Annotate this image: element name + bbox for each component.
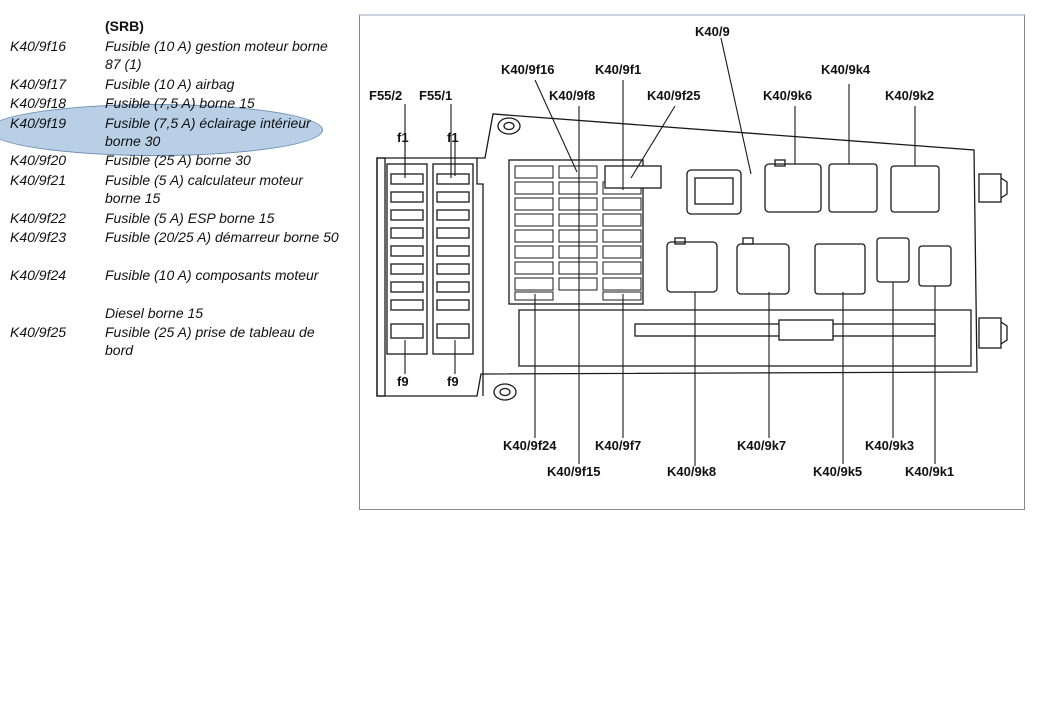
label-fuse-f1: f1 [447, 130, 459, 145]
fuse-code: K40/9f18 [10, 95, 67, 111]
fuse-code: K40/9f23 [10, 229, 67, 245]
label-fuse-f9: f9 [447, 374, 459, 389]
label-k40-9f16: K40/9f16 [501, 62, 554, 77]
fuse-column-f55-2 [386, 163, 428, 355]
label-k40-9k8: K40/9k8 [667, 464, 716, 479]
legend-header: (SRB) [105, 18, 144, 34]
relay-k1 [918, 245, 952, 287]
fuse-legend: (SRB) K40/9f16 Fusible (10 A) gestion mo… [0, 0, 350, 380]
connector-k40-9 [686, 169, 742, 215]
mounting-hole [497, 117, 521, 135]
relay-k6 [764, 159, 822, 213]
connector-strip [518, 309, 972, 367]
fuse-description: Fusible (5 A) ESP borne 15 [105, 210, 275, 226]
label-k40-9f15: K40/9f15 [547, 464, 600, 479]
divider-rib [476, 158, 484, 396]
relay-k5 [814, 243, 866, 295]
fuse-description: Fusible (5 A) calculateur moteur borne 1… [105, 172, 303, 206]
label-k40-9k1: K40/9k1 [905, 464, 954, 479]
label-fuse-f1: f1 [397, 130, 409, 145]
fuse-code: K40/9f21 [10, 172, 67, 188]
label-k40-9f24: K40/9f24 [503, 438, 557, 453]
label-k40-9k7: K40/9k7 [737, 438, 786, 453]
fuse-code: K40/9f17 [10, 76, 67, 92]
label-k40-9k2: K40/9k2 [885, 88, 934, 103]
diagram-frame [359, 14, 1025, 510]
fuse-description: Diesel borne 15 [105, 305, 204, 321]
mounting-hole-center [499, 387, 511, 397]
relay-k3 [876, 237, 910, 283]
fuse-description: Fusible (10 A) airbag [105, 76, 235, 92]
fuse-description: Fusible (25 A) borne 30 [105, 152, 251, 168]
label-k40-9f1: K40/9f1 [595, 62, 641, 77]
label-k40-9k3: K40/9k3 [865, 438, 914, 453]
side-connector [978, 317, 1008, 349]
label-k40-9k5: K40/9k5 [813, 464, 862, 479]
label-k40-9k4: K40/9k4 [821, 62, 871, 77]
housing-edge [376, 157, 386, 397]
relay-k8 [666, 237, 718, 293]
fuse-box-diagram: K40/9 K40/9f16 K40/9f1 K40/9k4 F55/2 F55… [369, 24, 1008, 479]
side-connector [978, 173, 1008, 203]
fuse-description: Fusible (10 A) composants moteur [105, 267, 319, 283]
mounting-hole-center [503, 121, 515, 131]
label-f55-1: F55/1 [419, 88, 452, 103]
relay-k4 [828, 163, 878, 213]
label-k40-9: K40/9 [695, 24, 730, 39]
fuse-description: Fusible (7,5 A) borne 15 [105, 95, 255, 111]
label-fuse-f9: f9 [397, 374, 409, 389]
fuse-description: Fusible (20/25 A) démarreur borne 50 [105, 229, 339, 245]
fuse-code: K40/9f16 [10, 38, 67, 54]
fuse-code: K40/9f22 [10, 210, 67, 226]
fuse-code: K40/9f24 [10, 267, 67, 283]
relay-k2 [890, 165, 940, 213]
label-k40-9f25: K40/9f25 [647, 88, 700, 103]
label-k40-9k6: K40/9k6 [763, 88, 812, 103]
fuse-code: K40/9f19 [10, 115, 67, 131]
fuse-code: K40/9f25 [10, 324, 67, 340]
mounting-hole [493, 383, 517, 401]
fuse-column-f55-1 [432, 163, 474, 355]
fuse-code: K40/9f20 [10, 152, 67, 168]
fuse-description: Fusible (10 A) gestion moteur borne 87 (… [105, 38, 328, 72]
label-f55-2: F55/2 [369, 88, 402, 103]
label-k40-9f7: K40/9f7 [595, 438, 641, 453]
leader-lines [404, 37, 936, 466]
fuse-description: Fusible (25 A) prise de tableau de bord [105, 324, 315, 358]
fuse-description: Fusible (7,5 A) éclairage intérieur born… [105, 115, 311, 149]
relay-k7 [736, 237, 790, 295]
highlight-ellipse [0, 104, 323, 156]
label-k40-9f8: K40/9f8 [549, 88, 595, 103]
large-fuse-f25 [604, 165, 662, 189]
